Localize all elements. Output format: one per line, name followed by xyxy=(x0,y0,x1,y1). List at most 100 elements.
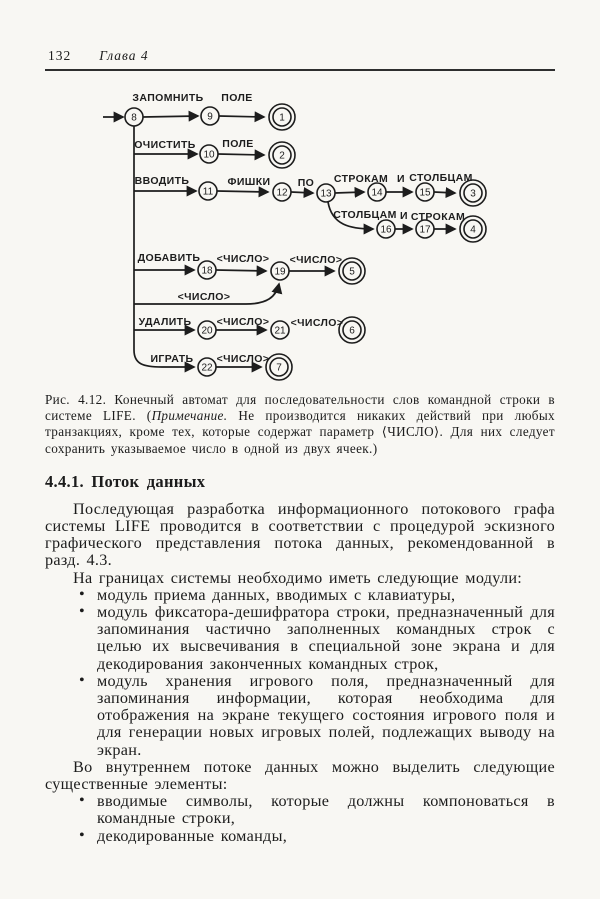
state-node-15: 15 xyxy=(415,182,435,202)
state-node-1: 1 xyxy=(268,103,296,131)
state-circle xyxy=(415,182,435,202)
state-node-11: 11 xyxy=(198,181,218,201)
state-node-16: 16 xyxy=(376,219,396,239)
transition-arrow xyxy=(433,187,457,199)
state-circle xyxy=(198,181,218,201)
transition-label: ИГРАТЬ xyxy=(150,353,193,365)
list-item: •модуль хранения игрового поля, предназн… xyxy=(79,671,555,759)
chapter-title: Глава 4 xyxy=(99,48,149,63)
state-number: 14 xyxy=(371,188,383,199)
state-number: 4 xyxy=(470,225,476,236)
transition-label: УДАЛИТЬ xyxy=(139,316,192,328)
state-circle xyxy=(272,107,292,127)
state-number: 11 xyxy=(203,187,214,198)
page-number: 132 xyxy=(48,48,72,63)
page-header: 132 Глава 4 xyxy=(45,0,555,71)
state-node-21: 21 xyxy=(270,320,290,340)
transition-arrow xyxy=(217,149,266,161)
transition-arrow xyxy=(134,282,283,305)
state-circle xyxy=(269,357,289,377)
state-node-5: 5 xyxy=(338,257,366,285)
transition-label: ЗАПОМНИТЬ xyxy=(132,92,203,104)
transition-arrow xyxy=(133,126,196,373)
transition-arrow xyxy=(218,111,266,123)
state-circle xyxy=(463,183,483,203)
bullet-marker: • xyxy=(79,825,85,844)
state-node-17: 17 xyxy=(415,219,435,239)
transition-label: <ЧИСЛО> xyxy=(291,317,344,329)
state-circle xyxy=(367,182,387,202)
state-number: 19 xyxy=(274,267,286,278)
bullet-marker: • xyxy=(79,584,85,603)
state-node-14: 14 xyxy=(367,182,387,202)
paragraph-modules-lead: На границах системы необходимо иметь сле… xyxy=(73,568,523,587)
list-item-text: модуль фиксатора-дешифратора строки, пре… xyxy=(97,603,555,673)
transition-label: СТРОКАМ xyxy=(334,173,388,185)
transition-arrow xyxy=(142,110,200,122)
modules-list: • модуль приема данных, вводимых с клавиа… xyxy=(79,584,555,759)
state-number: 12 xyxy=(276,188,288,199)
transition-label: <ЧИСЛО> xyxy=(290,254,343,266)
state-node-13: 13 xyxy=(316,183,336,203)
state-number: 2 xyxy=(279,151,285,162)
state-circle xyxy=(197,357,217,377)
list-item: • декодированные команды, xyxy=(79,825,555,845)
state-number: 15 xyxy=(419,188,431,199)
state-circle xyxy=(316,183,336,203)
paragraph-internal-flow-lead: Во внутреннем потоке данных можно выдели… xyxy=(45,757,555,794)
list-item-text: декодированные команды, xyxy=(97,826,288,845)
state-node-2: 2 xyxy=(268,141,296,169)
transition-arrow xyxy=(290,187,315,199)
transition-arrow xyxy=(215,265,268,277)
state-node-4: 4 xyxy=(459,215,487,243)
transition-arrow xyxy=(334,186,366,198)
state-node-3: 3 xyxy=(459,179,487,207)
transition-label: ВВОДИТЬ xyxy=(135,175,190,187)
state-number: 21 xyxy=(274,326,286,337)
figure-caption: Рис. 4.12. Конечный автомат для последов… xyxy=(45,392,555,457)
state-number: 8 xyxy=(131,113,137,124)
caption-label: Рис. 4.12. xyxy=(45,392,115,407)
elements-list: • вводимые символы, которые должны компон… xyxy=(79,791,555,845)
transitions-layer xyxy=(103,110,457,373)
list-item: • вводимые символы, которые должны компон… xyxy=(79,791,555,828)
state-number: 16 xyxy=(380,225,392,236)
paragraph-data-flow-intro: Последующая разработка информационного п… xyxy=(45,499,555,570)
state-circle xyxy=(463,219,483,239)
state-circle xyxy=(270,320,290,340)
state-node-6: 6 xyxy=(338,316,366,344)
transition-label: СТОЛБЦАМ xyxy=(409,172,473,184)
list-item-text: вводимые символы, которые должны компоно… xyxy=(97,792,555,828)
state-number: 22 xyxy=(201,363,213,374)
state-circle xyxy=(270,261,290,281)
bullet-marker: • xyxy=(79,791,85,810)
state-circle xyxy=(342,261,362,281)
state-node-9: 9 xyxy=(200,106,220,126)
state-number: 18 xyxy=(201,266,213,277)
state-node-10: 10 xyxy=(199,144,219,164)
transition-label: ПО xyxy=(298,177,315,189)
state-circle xyxy=(415,219,435,239)
list-item: • модуль приема данных, вводимых с клавиа… xyxy=(79,584,555,604)
list-item-text: модуль приема данных, вводимых с клавиат… xyxy=(97,585,456,604)
bullet-marker: • xyxy=(79,602,85,621)
section-heading: 4.4.1. Поток данных xyxy=(45,471,206,491)
transition-label: <ЧИСЛО> xyxy=(217,253,270,265)
transition-label: И xyxy=(397,173,405,185)
state-circle xyxy=(197,260,217,280)
state-node-19: 19 xyxy=(270,261,290,281)
transition-label: СТОЛБЦАМ xyxy=(333,209,397,221)
state-node-8: 8 xyxy=(124,107,144,127)
state-number: 1 xyxy=(279,113,285,124)
state-circle xyxy=(342,320,362,340)
state-circle xyxy=(272,182,292,202)
state-circle xyxy=(199,144,219,164)
transition-arrow xyxy=(327,201,375,235)
state-node-18: 18 xyxy=(197,260,217,280)
state-node-22: 22 xyxy=(197,357,217,377)
list-item-text: модуль хранения игрового поля, предназна… xyxy=(97,671,555,759)
transition-label: ФИШКИ xyxy=(227,176,270,188)
